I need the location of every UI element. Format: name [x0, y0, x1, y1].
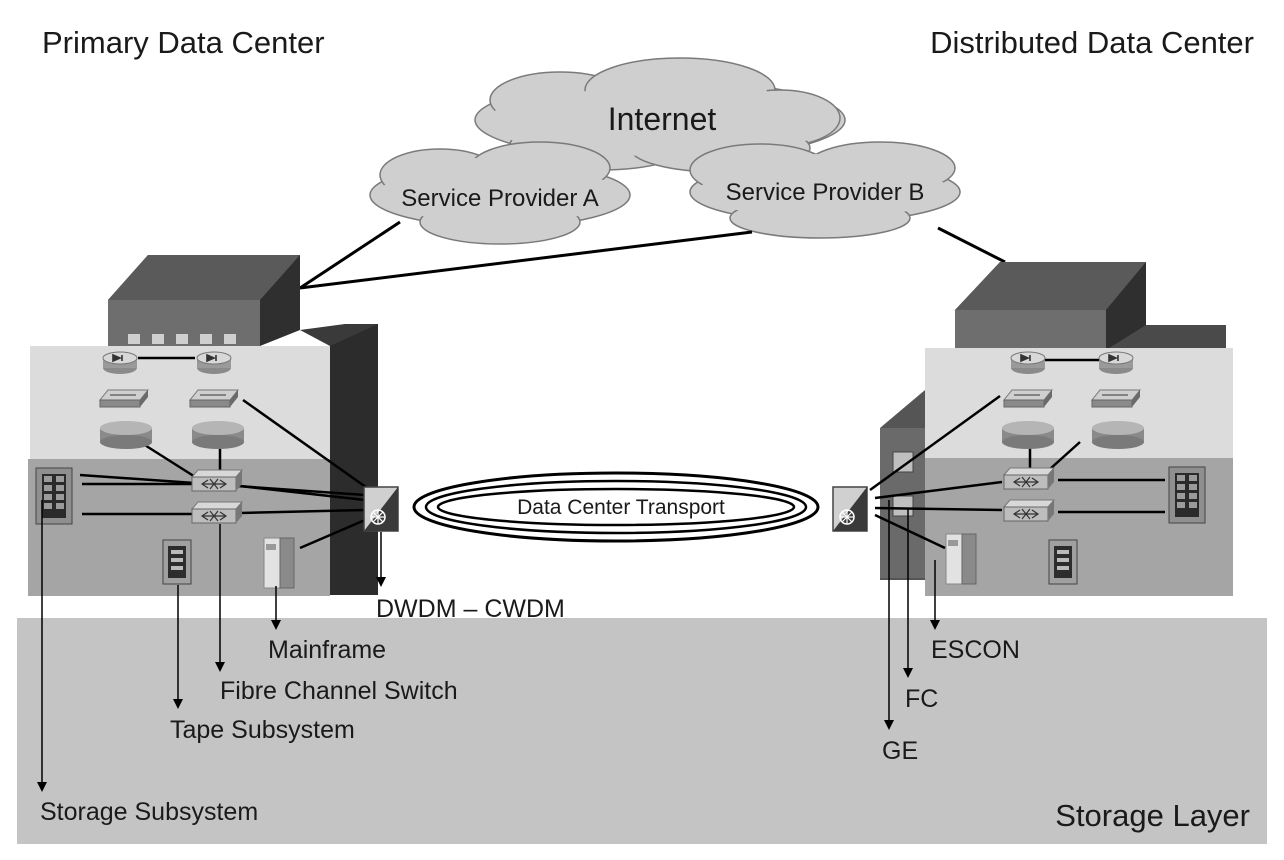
primary-data-center-title: Primary Data Center: [42, 25, 325, 60]
ge-label: GE: [882, 737, 918, 765]
optical-mux-icon: [363, 486, 399, 532]
router-icon: [102, 351, 138, 375]
switch-icon: [1003, 389, 1053, 408]
distributed-internal-links: [869, 358, 1165, 550]
storage-array-icon: [1168, 466, 1206, 524]
transport-ring: [412, 471, 820, 543]
wan-links: [299, 220, 1006, 290]
fibre-channel-switch-label: Fibre Channel Switch: [220, 677, 458, 705]
fc-switch-icon: [1003, 499, 1055, 522]
distributed-callout-arrows: [884, 500, 940, 730]
router-icon: [1010, 351, 1046, 375]
storage-layer-label: Storage Layer: [1055, 798, 1250, 833]
router-icon: [1098, 351, 1134, 375]
tape-subsystem-label: Tape Subsystem: [170, 716, 355, 744]
server-icon: [192, 421, 244, 449]
server-icon: [1002, 421, 1054, 449]
fc-switch-icon: [191, 469, 243, 492]
switch-icon: [1091, 389, 1141, 408]
server-icon: [100, 421, 152, 449]
storage-layer-band: [17, 618, 1267, 844]
tape-icon: [162, 539, 192, 585]
tape-icon: [1048, 539, 1078, 585]
mainframe-label: Mainframe: [268, 636, 386, 664]
transport-label: Data Center Transport: [517, 496, 725, 519]
server-icon: [1092, 421, 1144, 449]
router-icon: [196, 351, 232, 375]
fc-label: FC: [905, 685, 938, 713]
optical-mux-icon: [832, 486, 868, 532]
switch-icon: [189, 389, 239, 408]
primary-callout-arrows: [37, 500, 386, 792]
internet-label: Internet: [608, 101, 717, 137]
service-provider-a-label: Service Provider A: [401, 185, 598, 212]
switch-icon: [99, 389, 149, 408]
dwdm-cwdm-label: DWDM – CWDM: [376, 595, 565, 623]
mainframe-icon: [945, 533, 977, 585]
storage-subsystem-label: Storage Subsystem: [40, 798, 258, 826]
distributed-data-center-title: Distributed Data Center: [930, 25, 1254, 60]
distributed-data-center-building: [880, 262, 1233, 596]
mainframe-icon: [263, 537, 295, 589]
escon-label: ESCON: [931, 636, 1020, 664]
service-provider-b-label: Service Provider B: [726, 179, 925, 206]
fc-switch-icon: [1003, 467, 1055, 490]
fc-switch-icon: [191, 501, 243, 524]
